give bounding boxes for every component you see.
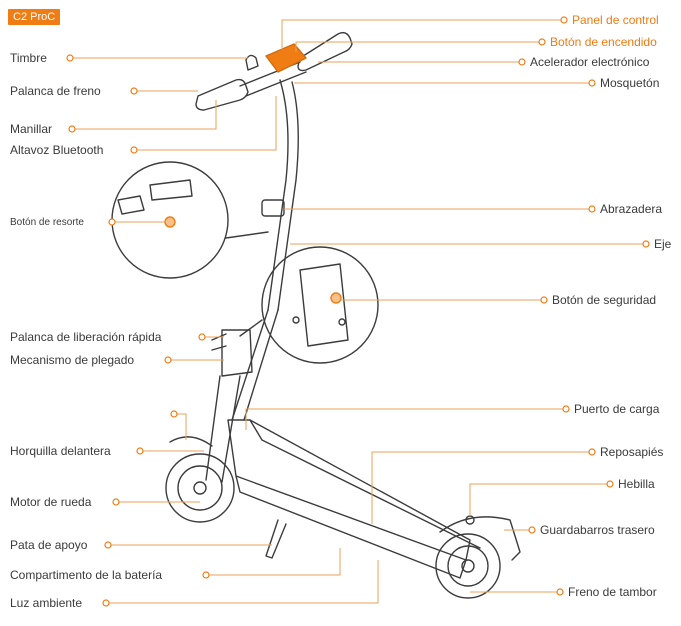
label-boton-resorte: Botón de resorte <box>10 217 84 228</box>
label-puerto-carga: Puerto de carga <box>574 402 660 416</box>
label-motor-rueda: Motor de rueda <box>10 495 92 509</box>
label-luz-ambiente: Luz ambiente <box>10 596 83 610</box>
label-compartimento: Compartimento de la batería <box>10 568 163 582</box>
label-eje: Eje <box>654 237 672 251</box>
label-freno-tambor: Freno de tambor <box>568 585 657 599</box>
label-acelerador: Acelerador electrónico <box>530 55 650 69</box>
front-wheel <box>165 453 235 523</box>
kickstand <box>265 519 287 559</box>
label-guardabarros: Guardabarros trasero <box>540 523 655 537</box>
leader-puerto-carga <box>245 408 566 430</box>
folding-mechanism <box>221 329 253 377</box>
leader-horquilla-top <box>174 413 187 440</box>
label-hebilla: Hebilla <box>618 477 655 491</box>
rear-wheel <box>435 533 501 599</box>
label-panel-control: Panel de control <box>572 13 659 27</box>
leader-compartimento <box>206 548 341 576</box>
label-mecanismo-plegado: Mecanismo de plegado <box>10 353 135 367</box>
stem <box>267 79 299 311</box>
label-palanca-freno: Palanca de freno <box>10 84 101 98</box>
leader-luz-ambiente <box>106 560 379 604</box>
leader-altavoz <box>134 96 277 151</box>
label-boton-seguridad: Botón de seguridad <box>552 293 657 307</box>
buckle <box>465 515 475 525</box>
model-badge: C2 ProC <box>8 9 61 25</box>
handlebar-left-grip <box>195 78 249 111</box>
inset-safety-button <box>261 246 379 364</box>
label-boton-encendido: Botón de encendido <box>550 35 657 49</box>
label-palanca-liberacion: Palanca de liberación rápida <box>10 330 162 344</box>
label-abrazadera: Abrazadera <box>600 202 663 216</box>
leader-manillar <box>72 100 217 130</box>
label-altavoz: Altavoz Bluetooth <box>10 143 104 157</box>
control-panel <box>265 43 307 73</box>
leader-panel-control <box>281 19 564 50</box>
label-pata-apoyo: Pata de apoyo <box>10 538 88 552</box>
label-reposapies: Reposapiés <box>600 445 664 459</box>
leader-hebilla <box>469 483 610 516</box>
label-horquilla: Horquilla delantera <box>10 444 111 458</box>
clamp <box>261 199 285 217</box>
handlebar-bar <box>239 61 307 97</box>
label-mosqueton: Mosquetón <box>600 76 660 90</box>
leader-reposapies <box>371 451 592 524</box>
label-manillar: Manillar <box>10 122 53 136</box>
label-timbre: Timbre <box>10 51 47 65</box>
handlebar-right-grip <box>297 31 353 72</box>
rear-fender <box>439 516 521 561</box>
leader-boton-encendido <box>295 41 542 52</box>
stem-lower <box>231 309 279 421</box>
